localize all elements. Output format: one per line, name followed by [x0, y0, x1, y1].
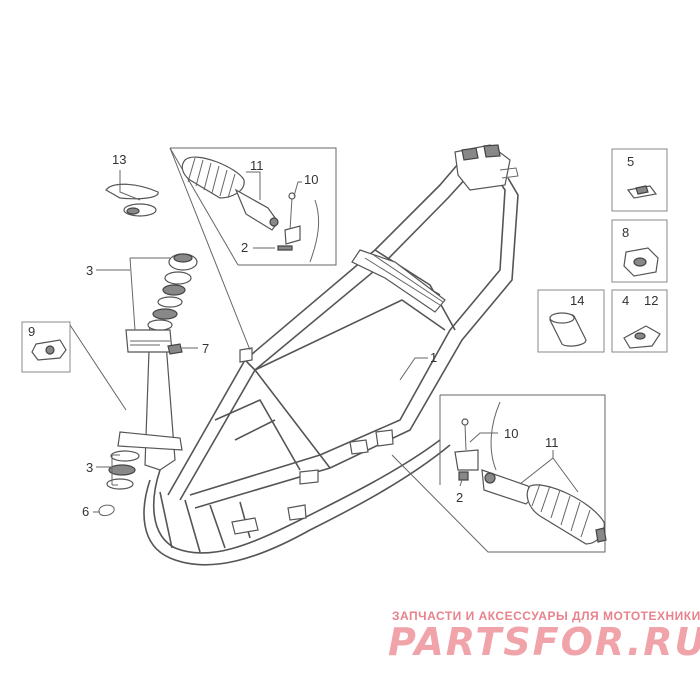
watermark-logo: PARTSFOR.RU [388, 620, 700, 664]
callout-11-right: 11 [545, 435, 559, 450]
pin-right [458, 471, 469, 481]
callout-14: 14 [570, 293, 584, 308]
detail-box-5 [611, 148, 668, 212]
callout-5: 5 [627, 154, 634, 169]
detail-box-footpeg-right [391, 394, 607, 553]
callout-12: 12 [644, 293, 658, 308]
detail-box-14 [537, 289, 605, 353]
bolt-7 [167, 343, 192, 355]
callout-labels: 13 3 3 6 7 9 1 11 10 2 10 11 2 5 8 4 12 … [28, 152, 658, 519]
callout-2-right: 2 [456, 490, 463, 505]
pin-left [277, 245, 293, 251]
footpeg-right [481, 469, 607, 545]
leader-lines [69, 170, 579, 513]
callout-13: 13 [112, 152, 126, 167]
bolt-left [284, 192, 301, 245]
main-frame [117, 144, 519, 566]
callout-2-left: 2 [241, 240, 248, 255]
callout-8: 8 [622, 225, 629, 240]
watermark-caption: ЗАПЧАСТИ И АКСЕССУАРЫ ДЛЯ МОТОТЕХНИКИ [392, 609, 700, 623]
callout-11-left: 11 [250, 158, 264, 173]
watermark: ЗАПЧАСТИ И АКСЕССУАРЫ ДЛЯ МОТОТЕХНИКИ PA… [388, 609, 700, 664]
detail-box-4-12 [611, 289, 668, 353]
callout-10-left: 10 [304, 172, 318, 187]
footpeg-left [181, 156, 279, 231]
detail-box-footpeg-left [169, 147, 337, 351]
detail-box-8 [611, 219, 668, 283]
bolt-right [454, 418, 479, 471]
callout-4: 4 [622, 293, 629, 308]
bearing-stack-upper [147, 253, 198, 331]
cap-13 [105, 183, 159, 217]
wire-clip-6 [98, 504, 115, 517]
callout-1: 1 [430, 350, 437, 365]
detail-box-9 [21, 321, 71, 373]
callout-7: 7 [202, 341, 209, 356]
callout-6: 6 [82, 504, 89, 519]
callout-10-right: 10 [504, 426, 518, 441]
callout-9: 9 [28, 324, 35, 339]
callout-3-upper: 3 [86, 263, 93, 278]
callout-3-lower: 3 [86, 460, 93, 475]
bearing-stack-lower [106, 450, 140, 490]
